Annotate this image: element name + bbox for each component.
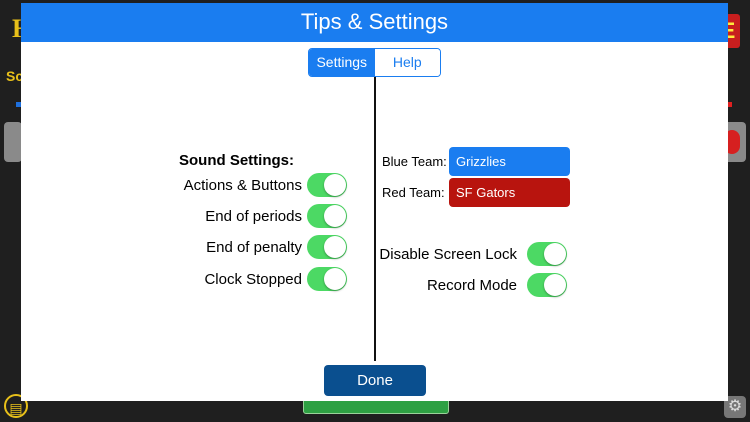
sound-clock-stopped-label: Clock Stopped — [204, 271, 302, 288]
clipboard-icon[interactable]: ▤ — [4, 394, 28, 418]
column-divider — [374, 77, 376, 361]
sound-actions-buttons-toggle[interactable] — [307, 173, 347, 197]
disable-screen-lock-label: Disable Screen Lock — [379, 246, 517, 263]
app-red-indicator — [724, 130, 740, 154]
tab-settings[interactable]: Settings — [309, 49, 375, 76]
settings-help-segmented-control: Settings Help — [308, 48, 441, 77]
blue-team-marker — [16, 102, 22, 107]
disable-screen-lock-toggle[interactable] — [527, 242, 567, 266]
sound-settings-heading: Sound Settings: — [179, 152, 294, 169]
done-button[interactable]: Done — [324, 365, 426, 396]
sound-end-of-periods-label: End of periods — [205, 208, 302, 225]
blue-team-label: Blue Team: — [382, 154, 447, 169]
modal-title: Tips & Settings — [21, 3, 728, 42]
blue-team-name-field[interactable]: Grizzlies — [449, 147, 570, 176]
sound-end-of-periods-toggle[interactable] — [307, 204, 347, 228]
red-team-name-field[interactable]: SF Gators — [449, 178, 570, 207]
tab-help[interactable]: Help — [374, 49, 440, 76]
red-team-marker — [726, 102, 732, 107]
app-score-label-fragment: Sc — [6, 68, 24, 84]
sound-actions-buttons-label: Actions & Buttons — [183, 177, 302, 194]
red-team-label: Red Team: — [382, 185, 445, 200]
app-left-panel-fragment — [4, 122, 22, 162]
record-mode-toggle[interactable] — [527, 273, 567, 297]
record-mode-label: Record Mode — [426, 277, 517, 294]
sound-end-of-penalty-toggle[interactable] — [307, 235, 347, 259]
gear-icon[interactable]: ⚙ — [724, 396, 746, 418]
settings-modal: Tips & Settings Settings Help Sound Sett… — [21, 3, 728, 401]
sound-clock-stopped-toggle[interactable] — [307, 267, 347, 291]
sound-end-of-penalty-label: End of penalty — [206, 239, 302, 256]
